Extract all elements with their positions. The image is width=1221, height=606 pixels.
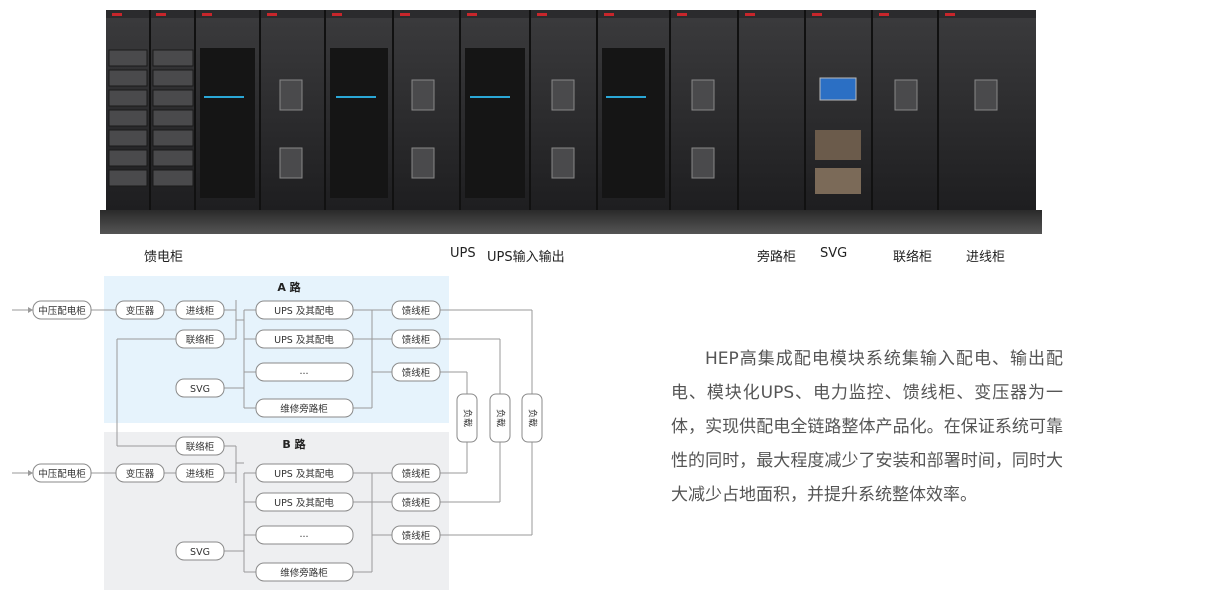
a-ups-label-1: UPS 及其配电 <box>274 305 334 317</box>
b-feeder-label-3: 馈线柜 <box>402 530 431 542</box>
b-feeder-box-2: 馈线柜 <box>391 492 441 512</box>
load-label-1: 负载 <box>462 409 474 427</box>
a-feeder-box-2: 馈线柜 <box>391 329 441 349</box>
load-label-2: 负载 <box>495 409 507 427</box>
connector-lines <box>12 300 533 573</box>
b-feeder-box-1: 馈线柜 <box>391 463 441 483</box>
a-incoming-label: 进线柜 <box>186 305 215 317</box>
b-incoming-label: 进线柜 <box>186 468 215 480</box>
b-feeder-label-2: 馈线柜 <box>402 497 431 509</box>
b-ups-label-2: UPS 及其配电 <box>274 497 334 509</box>
a-transformer-label: 变压器 <box>126 305 155 317</box>
a-ellipsis-label: ... <box>299 366 308 377</box>
a-ups-label-2: UPS 及其配电 <box>274 334 334 346</box>
a-feeder-label-2: 馈线柜 <box>402 334 431 346</box>
caption-tie: 联络柜 <box>893 250 933 265</box>
a-feeder-label-1: 馈线柜 <box>402 305 431 317</box>
caption-ups-io: UPS输入输出 <box>487 250 565 265</box>
caption-incoming: 进线柜 <box>966 250 1006 265</box>
a-ellipsis-box: ... <box>255 362 354 382</box>
caption-feeder: 馈电柜 <box>144 250 184 265</box>
load-label-3: 负载 <box>527 409 539 427</box>
cabinet-lineup-photo <box>100 8 1042 238</box>
load-box-3: 负载 <box>521 393 543 443</box>
b-ellipsis-box: ... <box>255 525 354 545</box>
caption-bypass: 旁路柜 <box>757 250 797 265</box>
b-ups-box-2: UPS 及其配电 <box>255 492 354 512</box>
b-mv-box: 中压配电柜 <box>32 463 92 483</box>
a-feeder-box-3: 馈线柜 <box>391 362 441 382</box>
caption-svg: SVG <box>820 246 848 261</box>
load-box-1: 负载 <box>456 393 478 443</box>
route-b-title: B 路 <box>282 437 306 451</box>
b-feeder-label-1: 馈线柜 <box>402 468 431 480</box>
b-transformer-label: 变压器 <box>126 468 155 480</box>
b-svg-label: SVG <box>190 547 210 558</box>
cabinet-lineup-image <box>100 10 1042 234</box>
b-tie-label: 联络柜 <box>186 441 215 453</box>
b-svg-box: SVG <box>175 541 225 561</box>
b-incoming-box: 进线柜 <box>175 463 225 483</box>
a-tie-label: 联络柜 <box>186 334 215 346</box>
b-ups-label-1: UPS 及其配电 <box>274 468 334 480</box>
a-bypass-label: 维修旁路柜 <box>280 403 328 415</box>
b-ups-box-1: UPS 及其配电 <box>255 463 354 483</box>
a-ups-box-2: UPS 及其配电 <box>255 329 354 349</box>
b-mv-label: 中压配电柜 <box>38 468 86 480</box>
caption-ups: UPS <box>450 246 476 261</box>
a-ups-box-1: UPS 及其配电 <box>255 300 354 320</box>
b-ellipsis-label: ... <box>299 529 308 540</box>
b-bypass-label: 维修旁路柜 <box>280 567 328 579</box>
a-bypass-box: 维修旁路柜 <box>255 398 354 418</box>
a-svg-label: SVG <box>190 384 210 395</box>
a-transformer-box: 变压器 <box>115 300 165 320</box>
b-tie-box: 联络柜 <box>175 436 225 456</box>
a-tie-box: 联络柜 <box>175 329 225 349</box>
load-box-2: 负载 <box>489 393 511 443</box>
b-transformer-box: 变压器 <box>115 463 165 483</box>
a-incoming-box: 进线柜 <box>175 300 225 320</box>
distribution-diagram-svg: A 路 B 路 <box>12 276 543 590</box>
product-description: HEP高集成配电模块系统集输入配电、输出配电、模块化UPS、电力监控、馈线柜、变… <box>671 349 1063 505</box>
a-feeder-label-3: 馈线柜 <box>402 367 431 379</box>
b-feeder-box-3: 馈线柜 <box>391 525 441 545</box>
a-svg-box: SVG <box>175 378 225 398</box>
route-a-title: A 路 <box>277 280 301 294</box>
distribution-diagram: A 路 B 路 <box>0 270 560 606</box>
b-bypass-box: 维修旁路柜 <box>255 562 354 582</box>
a-mv-label: 中压配电柜 <box>38 305 86 317</box>
a-feeder-box-1: 馈线柜 <box>391 300 441 320</box>
a-mv-box: 中压配电柜 <box>32 300 92 320</box>
